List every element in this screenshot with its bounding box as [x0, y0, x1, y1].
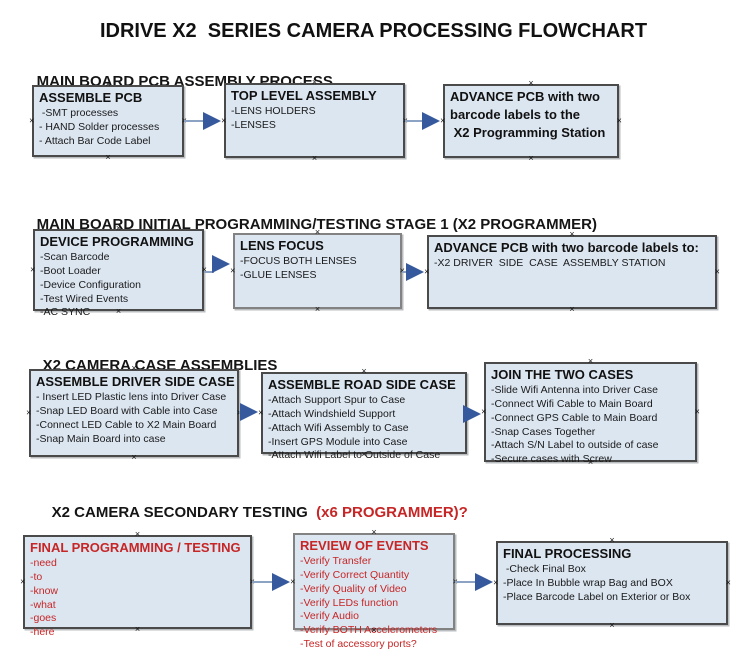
flow-box-final-processing[interactable]: FINAL PROCESSING -Check Final Box -Place… — [493, 536, 731, 630]
connection-point-icon: × — [290, 576, 296, 586]
box-title: FINAL PROCESSING — [503, 546, 632, 561]
connection-point-icon: × — [30, 264, 36, 275]
flow-box-assemble-road-side-case[interactable]: ASSEMBLE ROAD SIDE CASE -Attach Support … — [258, 367, 470, 462]
flow-box-final-programming-testing[interactable]: FINAL PROGRAMMING / TESTING -need -to -k… — [20, 530, 255, 639]
box-title: ASSEMBLE DRIVER SIDE CASE — [36, 374, 235, 389]
flow-box-device-programming[interactable]: DEVICE PROGRAMMING -Scan Barcode -Boot L… — [30, 224, 207, 319]
connection-point-icon: × — [311, 152, 318, 163]
flow-box-advance-pcb-programming-station[interactable]: ADVANCE PCB with two barcode labels to t… — [440, 79, 622, 163]
page-title: IDRIVE X2 SERIES CAMERA PROCESSING FLOWC… — [99, 20, 648, 42]
box-body: - Insert LED Plastic lens into Driver Ca… — [36, 391, 227, 445]
box-title: ASSEMBLE ROAD SIDE CASE — [268, 377, 456, 392]
section-heading-text: MAIN BOARD INITIAL PROGRAMMING/TESTING S… — [36, 216, 597, 233]
box-title: DEVICE PROGRAMMING — [40, 234, 194, 249]
connection-point-icon: × — [440, 115, 446, 126]
box-body: -need -to -know -what -goes -here — [30, 557, 59, 639]
connection-point-icon: × — [105, 151, 111, 162]
connection-point-icon: × — [493, 577, 499, 588]
box-body: -Slide Wifi Antenna into Driver Case -Co… — [491, 384, 659, 466]
connection-point-icon: × — [361, 366, 367, 377]
connection-point-icon: × — [201, 264, 207, 275]
connection-point-icon: × — [230, 265, 236, 276]
connection-point-icon: × — [181, 115, 187, 126]
connection-point-icon: × — [452, 576, 458, 586]
connection-point-icon: × — [609, 535, 615, 546]
connection-point-icon: × — [221, 115, 227, 125]
connection-point-icon: × — [725, 577, 731, 588]
connection-point-icon: × — [236, 407, 242, 418]
box-title: REVIEW OF EVENTS — [300, 538, 429, 553]
flow-box-lens-focus[interactable]: LENS FOCUS -FOCUS BOTH LENSES -GLUE LENS… — [230, 228, 405, 314]
box-body: -Check Final Box -Place In Bubble wrap B… — [503, 563, 691, 603]
connection-point-icon: × — [314, 303, 321, 314]
box-title: ASSEMBLE PCB — [39, 90, 143, 105]
box-body: -FOCUS BOTH LENSES -GLUE LENSES — [240, 255, 357, 281]
flow-box-review-of-events[interactable]: REVIEW OF EVENTS -Verify Transfer -Verif… — [290, 528, 458, 650]
box-title: TOP LEVEL ASSEMBLY — [231, 88, 377, 103]
connection-point-icon: × — [20, 576, 26, 587]
connection-point-icon: × — [569, 303, 575, 314]
connection-point-icon: × — [399, 265, 405, 276]
connection-point-icon: × — [714, 266, 720, 277]
box-body: -Attach Support Spur to Case -Attach Win… — [268, 394, 441, 462]
flow-box-join-the-two-cases[interactable]: JOIN THE TWO CASES -Slide Wifi Antenna i… — [481, 357, 700, 467]
flow-box-assemble-pcb[interactable]: ASSEMBLE PCB -SMT processes - HAND Solde… — [29, 80, 187, 162]
connection-point-icon: × — [616, 115, 622, 126]
box-body: -LENS HOLDERS -LENSES — [231, 105, 316, 131]
connection-point-icon: × — [402, 115, 408, 125]
connection-point-icon: × — [29, 115, 35, 126]
section-heading-red-text: (x6 PROGRAMMER)? — [316, 504, 468, 521]
connection-point-icon: × — [249, 576, 255, 587]
box-body: -X2 DRIVER SIDE CASE ASSEMBLY STATION — [434, 257, 666, 270]
connection-point-icon: × — [258, 407, 264, 418]
box-title: JOIN THE TWO CASES — [491, 367, 634, 382]
connection-point-icon: × — [424, 266, 430, 277]
connector-device-programming-to-lens-focus[interactable] — [204, 255, 230, 273]
connection-point-icon: × — [609, 619, 615, 630]
connection-point-icon: × — [131, 451, 137, 462]
connection-point-icon: × — [464, 407, 470, 418]
connection-point-icon: × — [528, 78, 534, 89]
section-heading-secondary-testing: X2 CAMERA SECONDARY TESTING (x6 PROGRAMM… — [35, 487, 468, 538]
section-heading-initial-programming: MAIN BOARD INITIAL PROGRAMMING/TESTING S… — [20, 199, 597, 250]
connection-point-icon: × — [528, 152, 534, 163]
box-title: LENS FOCUS — [240, 238, 324, 253]
box-body: -Verify Transfer -Verify Correct Quantit… — [300, 555, 438, 650]
flow-box-assemble-driver-side-case[interactable]: ASSEMBLE DRIVER SIDE CASE - Insert LED P… — [26, 364, 242, 462]
box-body: -SMT processes - HAND Solder processes -… — [39, 107, 160, 147]
connection-point-icon: × — [694, 406, 700, 417]
connection-point-icon: × — [587, 356, 594, 367]
connection-point-icon: × — [481, 406, 487, 417]
connection-point-icon: × — [26, 407, 32, 418]
box-body: -Scan Barcode -Boot Loader -Device Confi… — [40, 251, 141, 319]
flow-box-top-level-assembly[interactable]: TOP LEVEL ASSEMBLY -LENS HOLDERS -LENSES… — [221, 78, 408, 163]
box-title: ADVANCE PCB with two barcode labels to t… — [450, 89, 606, 141]
section-heading-text: X2 CAMERA SECONDARY TESTING — [51, 504, 317, 521]
box-title: FINAL PROGRAMMING / TESTING — [30, 540, 241, 555]
box-title: ADVANCE PCB with two barcode labels to: — [434, 240, 699, 255]
flow-box-advance-pcb-driver-side-station[interactable]: ADVANCE PCB with two barcode labels to: … — [424, 230, 720, 314]
